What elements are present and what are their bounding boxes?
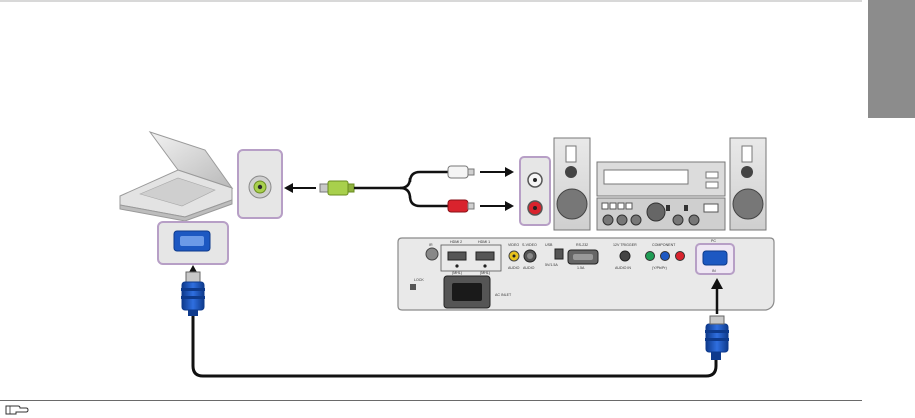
port-label-pc-bottom: IN	[712, 269, 716, 273]
chapter-tab	[868, 0, 915, 118]
port-label-svideo-top: S-VIDEO	[522, 243, 537, 247]
port-label-rs232-top: RS-232	[576, 243, 588, 247]
port-label-video-top: VIDEO	[508, 243, 519, 247]
laptop-icon	[119, 131, 234, 222]
projector-port-labels: IR HDMI 2 (MHL) HDMI 1 (MHL) VIDEO AUDIO…	[414, 239, 716, 297]
port-label-ir-top: IR	[429, 243, 433, 247]
bottom-rule	[0, 400, 862, 401]
port-label-trigger-top: 12V TRIGGER	[613, 243, 637, 247]
port-label-usb-top: USB	[545, 243, 553, 247]
rca-plug-icon	[447, 165, 475, 179]
projector-rear-panel	[397, 237, 775, 311]
port-label-rs232-bottom: 1.5A	[577, 266, 585, 270]
vga-cable-plug-icon	[181, 271, 205, 316]
laptop-vga-port-frame	[157, 221, 229, 265]
port-label-component-bottom: (Y/Pb/Pr)	[652, 266, 667, 270]
port-label-hdmi2-top: HDMI 2	[450, 240, 462, 244]
stereo-system-icon	[553, 137, 767, 231]
rca-plug-icon	[447, 199, 475, 213]
port-label-hdmi1-bottom: (MHL)	[480, 271, 490, 275]
port-label-pc-top: PC	[711, 239, 716, 243]
vga-cable	[181, 265, 729, 378]
laptop-audio-port-frame	[237, 149, 283, 219]
stereo-audio-input-frame	[519, 156, 551, 226]
port-label-hdmi1-top: HDMI 1	[478, 240, 490, 244]
lock-label: LOCK	[414, 278, 424, 282]
port-label-hdmi2-bottom: (MHL)	[452, 271, 462, 275]
note-hand-icon	[5, 405, 29, 415]
port-label-usb-bottom: 5V/1.5A	[545, 263, 558, 267]
port-label-trigger-bottom: AUDIO IN	[615, 266, 631, 270]
top-rule	[0, 0, 862, 2]
vga-cable-plug-icon	[705, 315, 729, 360]
mini-jack-plug-icon	[319, 180, 355, 196]
port-label-video-bottom: AUDIO	[508, 266, 520, 270]
port-label-svideo-bottom: AUDIO	[523, 266, 535, 270]
audio-cable	[284, 165, 514, 213]
port-label-component-top: COMPONENT	[652, 243, 676, 247]
ac-inlet-label: AC INLET	[495, 293, 512, 297]
